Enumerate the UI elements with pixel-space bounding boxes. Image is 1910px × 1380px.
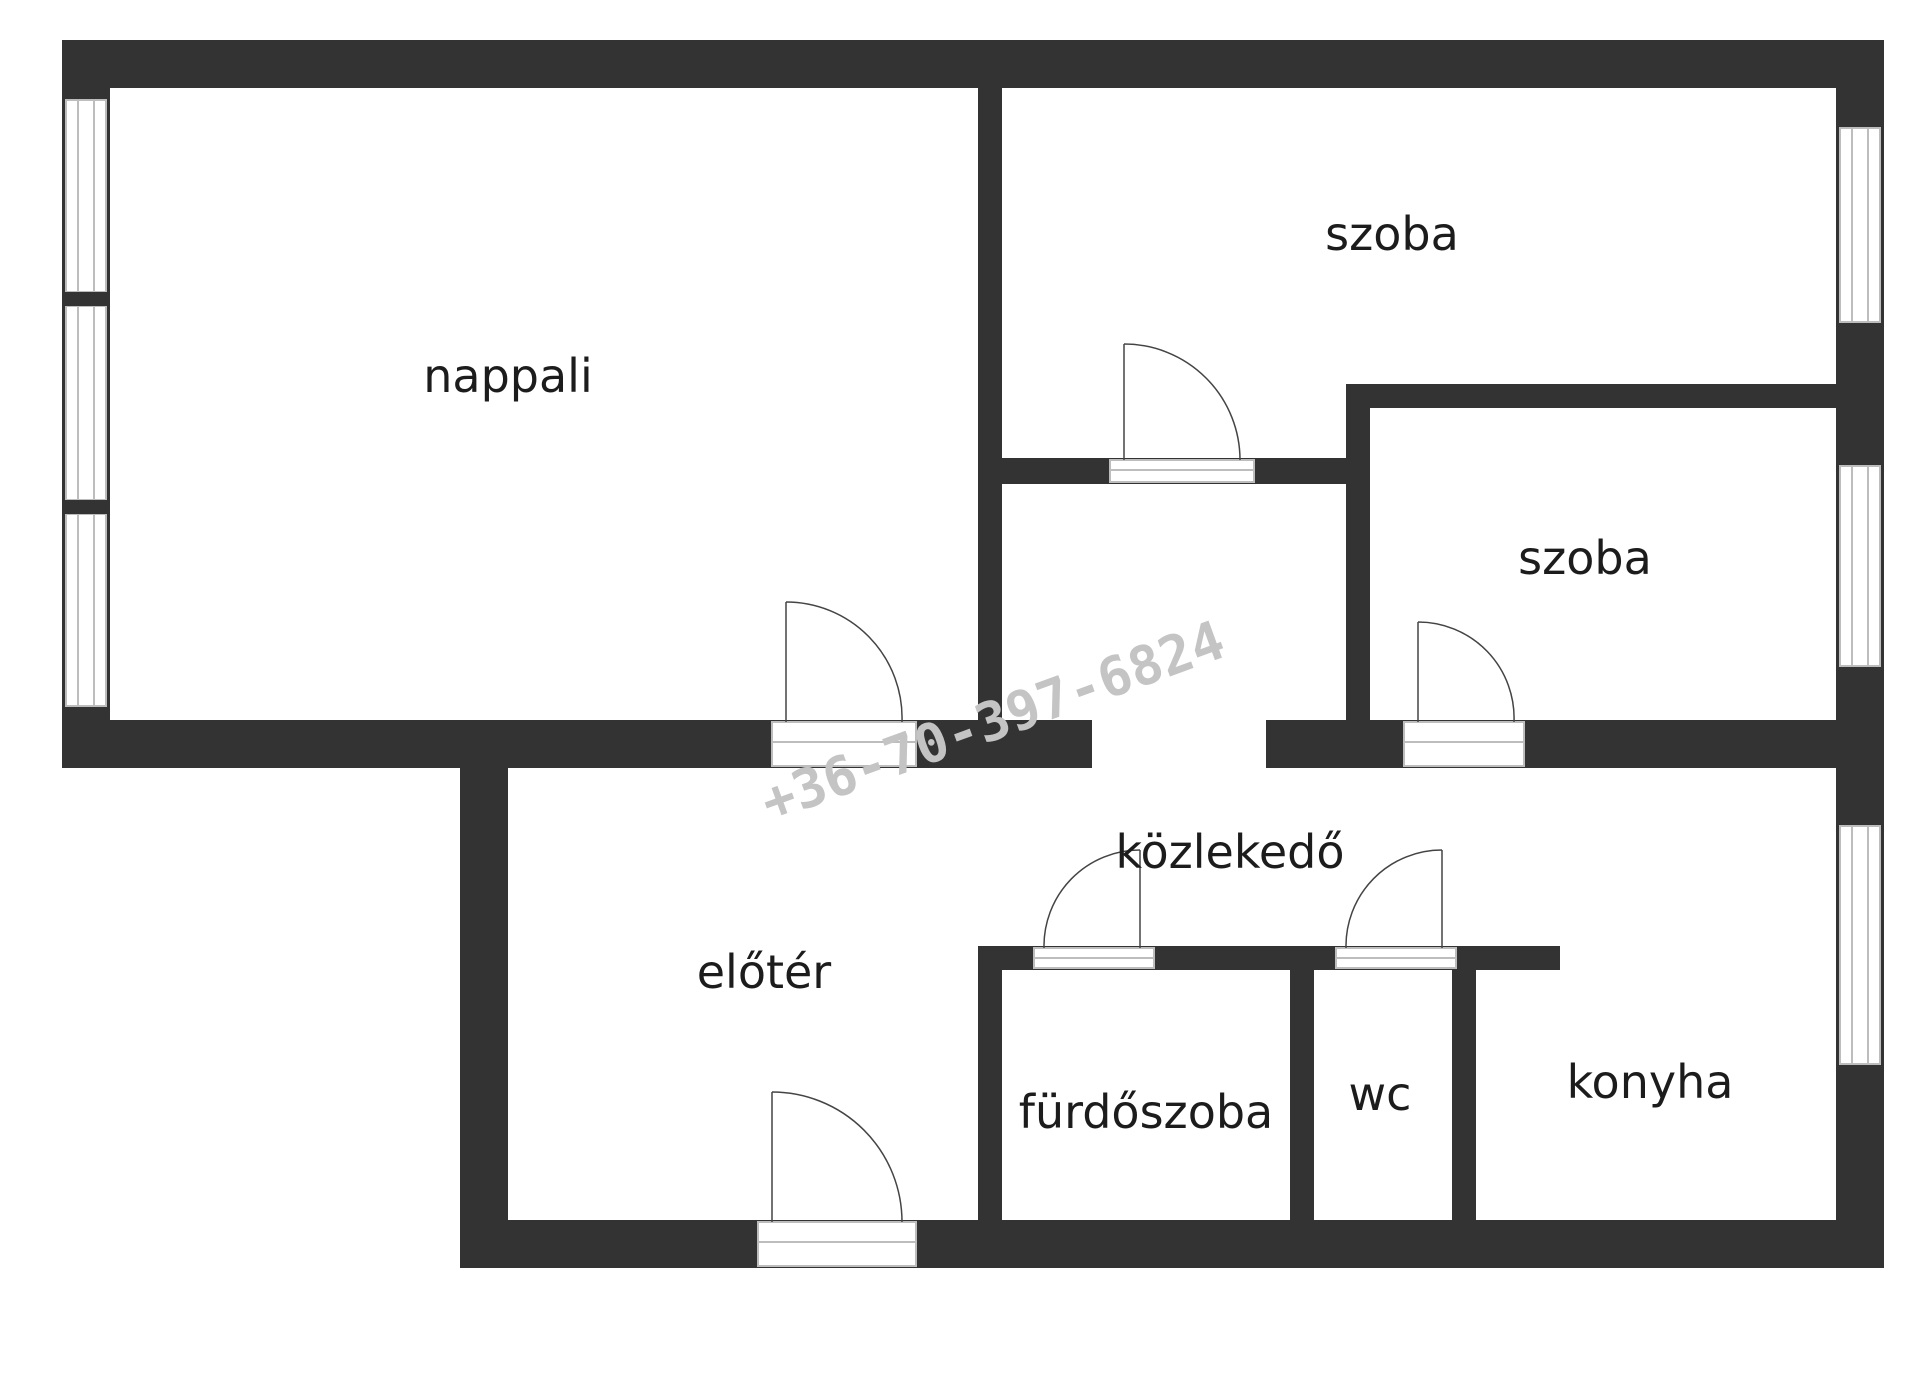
label-wc: wc [1349,1067,1412,1121]
wall-top [62,40,1884,88]
window-left-2 [65,305,107,501]
label-szoba-mid: szoba [1518,531,1652,585]
label-kozlekedo: közlekedő [1115,825,1344,879]
window-left-1 [65,99,107,293]
wall-nappali-bottom [62,720,1092,768]
label-furdoszoba: fürdőszoba [1019,1085,1273,1139]
label-konyha: konyha [1567,1055,1734,1109]
window-right-1 [1839,127,1881,323]
window-left-3 [65,513,107,707]
window-right-2 [1839,465,1881,667]
door-szoba-mid [1403,721,1525,767]
wall-nappali-right [978,88,1002,720]
wall-bottom [460,1220,1884,1268]
label-szoba-top: szoba [1325,207,1459,261]
window-right-3 [1839,825,1881,1065]
wall-szoba-mid-top [1346,384,1836,408]
wall-bath-wc [1290,970,1314,1220]
wall-wc-konyha [1452,970,1476,1220]
windows [62,99,1881,1065]
door-entrance [757,1221,917,1267]
label-eloter: előtér [697,945,832,999]
wall-szoba-mid-left [1346,384,1370,768]
room-labels: nappali szoba szoba közlekedő előtér für… [423,207,1733,1139]
door-nappali [771,721,917,767]
wall-bath-left [978,946,1002,1220]
doors [757,343,1525,1267]
wall-eloter-left [460,720,508,1268]
label-nappali: nappali [423,349,593,403]
